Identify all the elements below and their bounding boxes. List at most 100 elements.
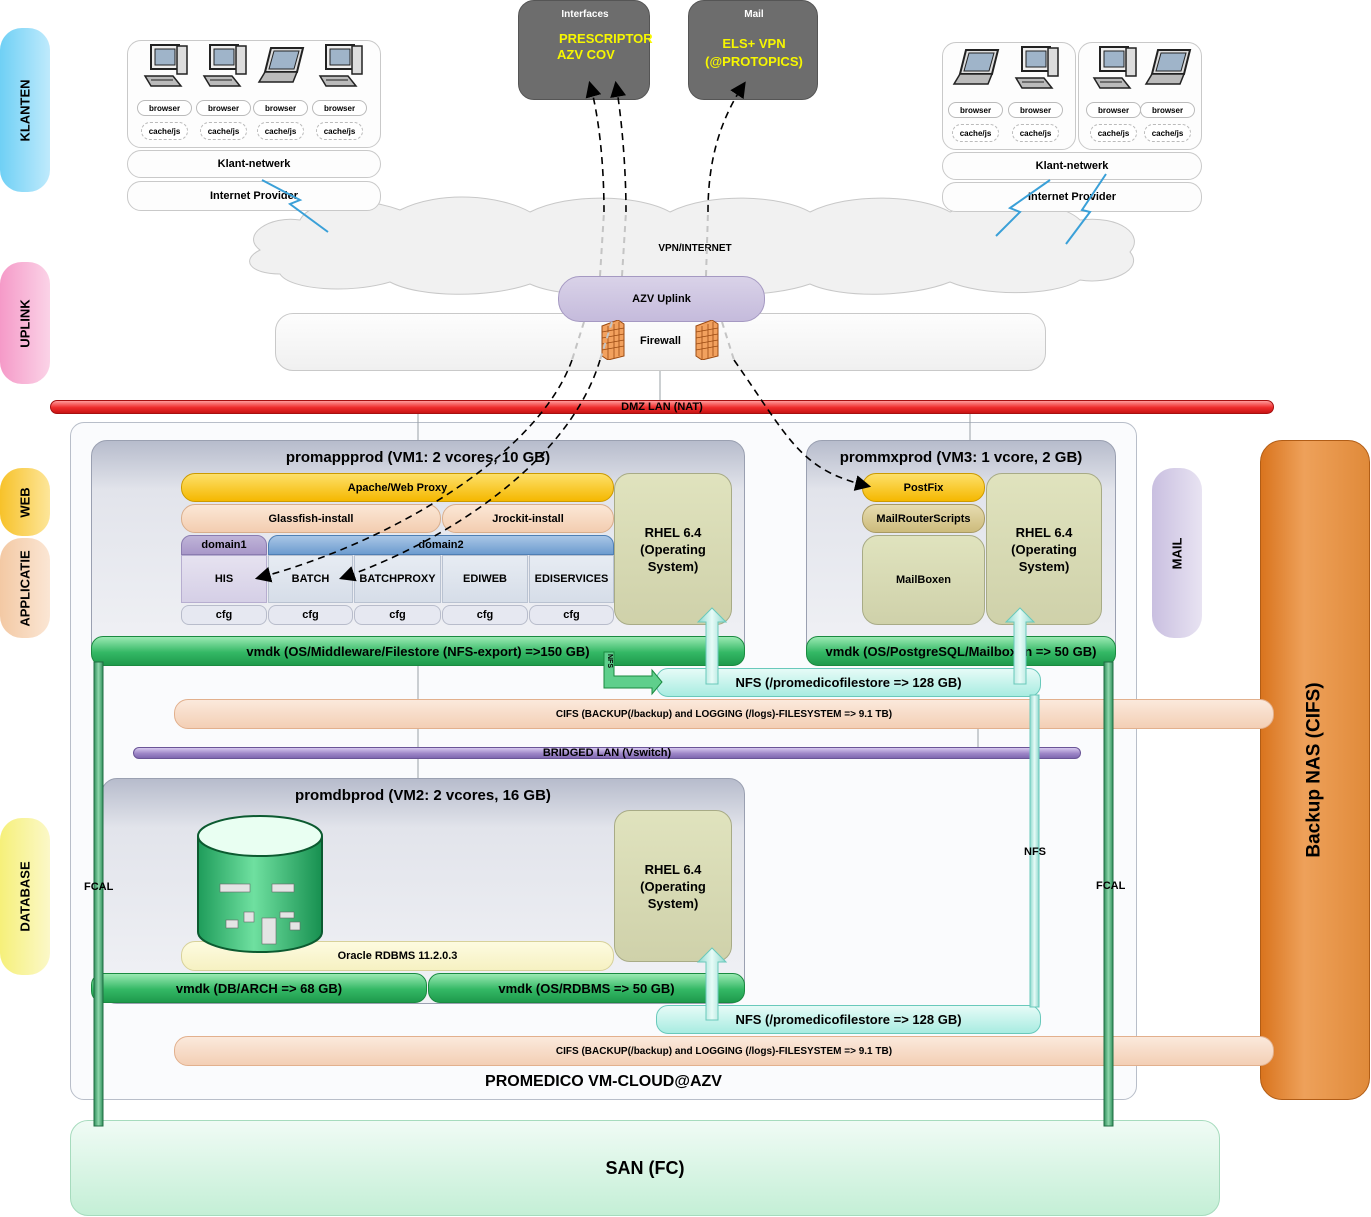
clients-left-browser-2: browser [196,100,251,116]
sidebar-klanten: KLANTEN [0,28,50,192]
mail-box-line2: (@PROTOPICS) [705,53,803,69]
vm2-vmdk-db: vmdk (DB/ARCH => 68 GB) [91,973,427,1003]
vm1-app-5: EDISERVICES [529,555,614,603]
vm1-domain2: domain2 [268,535,614,555]
san-label: SAN (FC) [605,1157,685,1178]
clients-left-browser-4: browser [312,100,367,116]
fcal-left-label: FCAL [84,881,114,893]
desktop-icon [141,42,191,92]
vm1-app-3: BATCHPROXY [354,555,441,603]
dmz-pipe: DMZ LAN (NAT) [50,400,1274,414]
desktop-icon [316,42,366,92]
mail-box: Mail ELS+ VPN (@PROTOPICS) [688,0,818,100]
vm1-cfg-1: cfg [181,605,267,625]
clients-right-browser-1: browser [948,102,1003,118]
vm1-app-2: BATCH [268,555,353,603]
vm-cloud-caption: PROMEDICO VM-CLOUD@AZV [485,1073,722,1090]
firewall-label: Firewall [640,335,681,347]
vm1-rhel: RHEL 6.4 (Operating System) [614,473,732,625]
clients-right-network: Klant-netwerk [942,152,1202,180]
clients-right-browser-3: browser [1086,102,1141,118]
vm1-rhel-line1: RHEL 6.4 [644,524,702,540]
vm2-rhel-line3: System) [647,895,699,911]
laptop-icon [952,44,1002,94]
interfaces-line1: PRESCRIPTOR [559,31,653,46]
vm1-cfg-4: cfg [442,605,528,625]
vm2-vmdk-os: vmdk (OS/RDBMS => 50 GB) [428,973,745,1003]
san-box: SAN (FC) [70,1120,1220,1216]
cifs-bar-bottom: CIFS (BACKUP(/backup) and LOGGING (/logs… [174,1036,1274,1066]
vm2-rhel-line2: (Operating [640,878,706,894]
clients-right-browser-4: browser [1140,102,1195,118]
clients-right-browser-2: browser [1008,102,1063,118]
vm3-rhel-line3: System) [1018,558,1070,574]
sidebar-mail: MAIL [1152,468,1202,638]
firewall-icon-right [695,320,719,360]
clients-left-cache-1: cache/js [141,122,188,140]
clients-right-provider: Internet Provider [942,182,1202,212]
clients-left-cache-4: cache/js [316,122,363,140]
desktop-icon [1090,44,1140,94]
desktop-icon [1012,44,1062,94]
vm1-app-1: HIS [181,555,267,603]
laptop-icon [257,42,307,92]
vm1-title: promappprod (VM1: 2 vcores, 10 GB) [285,448,551,466]
vm1-vmdk: vmdk (OS/Middleware/Filestore (NFS-expor… [91,636,745,666]
clients-left-provider: Internet Provider [127,181,381,211]
mail-box-title: Mail [744,8,764,20]
bridged-lan: BRIDGED LAN (Vswitch) [133,747,1081,759]
nfs-vertical-label: NFS [1024,846,1046,858]
vm2-rhel: RHEL 6.4 (Operating System) [614,810,732,962]
backup-nas: Backup NAS (CIFS) [1260,440,1370,1100]
sidebar-database: DATABASE [0,818,50,975]
vm1-cfg-5: cfg [529,605,614,625]
vm1-rhel-line2: (Operating [640,541,706,557]
nfs-bar-bottom: NFS (/promedicofilestore => 128 GB) [656,1005,1041,1034]
vm1-jrockit: Jrockit-install [442,504,614,533]
clients-left-network: Klant-netwerk [127,150,381,178]
vm3-title: prommxprod (VM3: 1 vcore, 2 GB) [839,448,1083,466]
vm3-rhel-line2: (Operating [1011,541,1077,557]
nfs-small-label: NFS [606,654,613,668]
vm1-app-4: EDIWEB [442,555,528,603]
vm3-rhel: RHEL 6.4 (Operating System) [986,473,1102,625]
sidebar-web: WEB [0,468,50,536]
vm3-rhel-line1: RHEL 6.4 [1015,524,1073,540]
dmz-label: DMZ LAN (NAT) [621,401,703,413]
internet-cloud [249,196,1135,295]
clients-left-icons: browser cache/js browser cache/js browser cac… [127,40,381,148]
clients-left-cache-3: cache/js [257,122,304,140]
fcal-right-label: FCAL [1096,880,1126,892]
cloud-label: VPN/INTERNET [658,242,732,254]
vm3-scripts: MailRouterScripts [862,504,985,533]
vm2-rhel-line1: RHEL 6.4 [644,861,702,877]
vm1-glassfish: Glassfish-install [181,504,441,533]
mail-box-line1: ELS+ VPN [722,35,786,51]
database-cylinder-icon [197,815,323,953]
clients-right-cache-2: cache/js [1012,124,1059,142]
clients-right-cache-4: cache/js [1144,124,1191,142]
nfs-bar-top: NFS (/promedicofilestore => 128 GB) [656,668,1041,697]
clients-left-cache-2: cache/js [200,122,247,140]
vm1-cfg-3: cfg [354,605,441,625]
interfaces-title: Interfaces [561,8,609,20]
vm2-title: promdbprod (VM2: 2 vcores, 16 GB) [295,786,551,804]
vm3-mailboxen: MailBoxen [862,535,985,625]
desktop-icon [200,42,250,92]
vm1-apache: Apache/Web Proxy [181,473,614,502]
laptop-icon [1144,44,1194,94]
uplink-pill: AZV Uplink [558,276,765,322]
clients-left-browser-3: browser [253,100,308,116]
clients-right-cache-1: cache/js [952,124,999,142]
vm3-postfix: PostFix [862,473,985,502]
cifs-bar-top: CIFS (BACKUP(/backup) and LOGGING (/logs… [174,699,1274,729]
clients-left-browser-1: browser [137,100,192,116]
vm1-rhel-line3: System) [647,558,699,574]
interfaces-box: Interfaces PRESCRIPTOR AZV COV [518,0,653,100]
bridged-label: BRIDGED LAN (Vswitch) [542,747,672,759]
interfaces-line2: AZV COV [557,47,615,62]
clients-right-cache-3: cache/js [1090,124,1137,142]
vm1-domain1: domain1 [181,535,267,555]
